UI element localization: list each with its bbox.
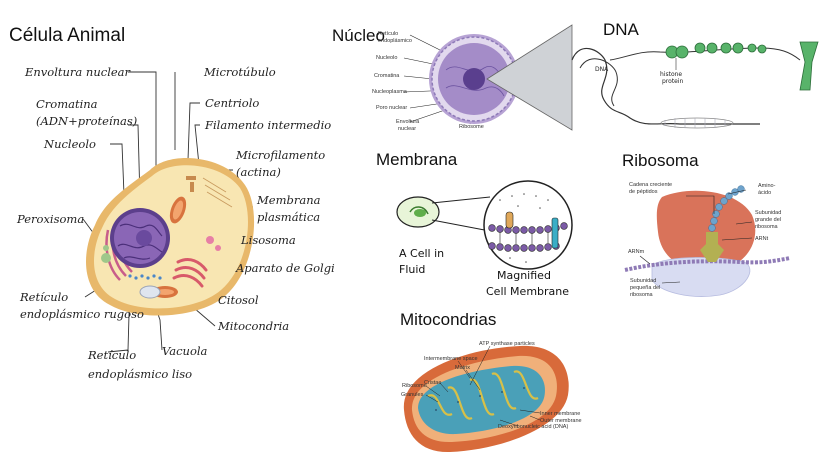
nucleus-label-poro: Poro nuclear bbox=[376, 105, 408, 111]
nucleus-title: Núcleo bbox=[332, 26, 385, 45]
dna-label: DNA bbox=[595, 66, 609, 73]
ribosome-label-grande-2: grande del bbox=[755, 217, 781, 223]
nucleus-label-cromatina: Cromatina bbox=[374, 73, 400, 79]
mito-label-ribosome: Ribosome bbox=[402, 383, 427, 389]
ribosome-label-amino: Amino- bbox=[758, 183, 776, 189]
ribosome-label-grande: Subunidad bbox=[755, 210, 782, 216]
ribosome-label-pequena-2: pequeña del bbox=[630, 285, 661, 291]
ribosome-label-pequena: Subunidad bbox=[630, 278, 657, 284]
label-actina: (actina) bbox=[236, 165, 281, 179]
nucleus-label-nucleoplasma: Nucleoplasma bbox=[372, 89, 407, 95]
label-centriolo: Centriolo bbox=[205, 96, 260, 110]
label-membrana: Membrana bbox=[257, 193, 321, 207]
membrane-label-fluid: Fluid bbox=[399, 263, 426, 276]
label-peroxisoma: Peroxisoma bbox=[17, 212, 85, 226]
membrane-label-magnified: Magnified bbox=[497, 269, 551, 282]
label-citosol: Citosol bbox=[218, 293, 259, 307]
label-envoltura-nuclear: Envoltura nuclear bbox=[25, 65, 131, 79]
mito-label-matrix: Matrix bbox=[455, 365, 470, 371]
nucleolus bbox=[136, 230, 152, 246]
dna-title: DNA bbox=[603, 20, 639, 39]
nucleus-label-reticulo: Retículo bbox=[378, 31, 399, 37]
label-nucleolo: Nucleolo bbox=[44, 137, 96, 151]
ribosome-label-cadena: Cadena creciente bbox=[629, 182, 673, 188]
label-rer-sub: endoplásmico rugoso bbox=[20, 307, 144, 321]
label-cromatina-sub: (ADN+proteínas) bbox=[36, 114, 138, 128]
membrane-label-cell-membrane: Cell Membrane bbox=[486, 285, 570, 298]
label-rer: Retículo bbox=[20, 290, 69, 304]
dna-label-protein: protein bbox=[662, 78, 684, 85]
label-golgi: Aparato de Golgi bbox=[236, 261, 335, 275]
membrane-title: Membrana bbox=[376, 150, 458, 169]
label-vacuola: Vacuola bbox=[162, 344, 208, 358]
nucleus-label-reticulo-sub: endoplásmico bbox=[378, 38, 412, 44]
ribosome-label-grande-3: ribosoma bbox=[755, 224, 778, 230]
membrane-label-cell: A Cell in bbox=[399, 247, 445, 260]
label-microtubulo: Microtúbulo bbox=[204, 65, 276, 79]
ribosome-label-arnt: ARNt bbox=[755, 236, 769, 242]
mito-label-outer: Outer membrane bbox=[540, 418, 582, 424]
ribosome-label-arnm: ARNm bbox=[628, 249, 645, 255]
label-plasmatica: plasmática bbox=[257, 210, 321, 224]
nucleus-label-nucleolo: Nucleolo bbox=[376, 55, 398, 61]
ribosome-label-peptidos: de péptidos bbox=[629, 189, 658, 195]
mito-label-cristae: Cristae bbox=[424, 380, 442, 386]
nucleus-label-envoltura: Envoltura bbox=[396, 119, 420, 125]
label-cromatina: Cromatina bbox=[36, 97, 98, 111]
ribosome-title: Ribosoma bbox=[622, 151, 699, 170]
nucleus-label-envoltura-sub: nuclear bbox=[398, 126, 417, 132]
mito-label-granules: Granules bbox=[401, 392, 424, 398]
mito-label-intermembrane: Intermembrane space bbox=[424, 356, 478, 362]
nucleus-label-ribosome: Ribosome bbox=[459, 124, 484, 130]
animal-cell-title: Célula Animal bbox=[9, 25, 126, 46]
dna-label-histone: histone bbox=[660, 71, 683, 78]
label-rel-sub: endoplásmico liso bbox=[88, 367, 193, 381]
label-rel: Retículo bbox=[88, 348, 137, 362]
label-mitocondria: Mitocondria bbox=[218, 319, 290, 333]
mito-label-atp: ATP synthase particles bbox=[479, 341, 535, 347]
ribosome-label-pequena-3: ribosoma bbox=[630, 292, 653, 298]
cytoplasm bbox=[93, 165, 248, 309]
label-lisosoma: Lisosoma bbox=[241, 233, 296, 247]
mito-label-inner: Inner membrane bbox=[540, 411, 581, 417]
mito-label-dna: Deoxyribonucleic acid (DNA) bbox=[498, 424, 569, 430]
label-microfilamento: Microfilamento bbox=[236, 148, 326, 162]
label-filamento-intermedio: Filamento intermedio bbox=[205, 118, 332, 132]
mitochondria-title: Mitocondrias bbox=[400, 310, 497, 329]
ribosome-label-acido: ácido bbox=[758, 190, 772, 196]
